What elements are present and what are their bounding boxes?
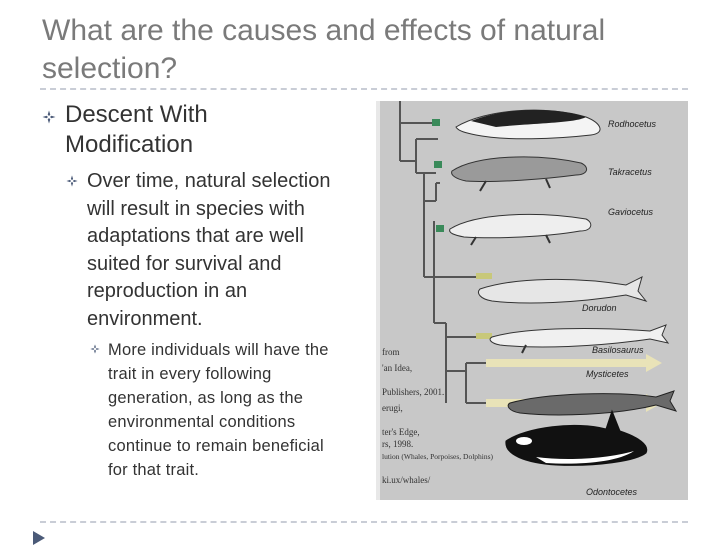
credit-line: ki.ux/whales/ (382, 475, 431, 485)
credit-line: erugi, (382, 403, 403, 413)
rodhocetus-illustration (455, 109, 601, 140)
bullet-over-time: Over time, natural selection will result… (87, 170, 331, 330)
mysticetes-illustration (507, 390, 678, 416)
credit-line: ter's Edge, (382, 427, 420, 437)
label-gaviocetus: Gaviocetus (608, 207, 654, 217)
credit-line: from (382, 347, 400, 357)
title-divider (40, 88, 688, 90)
label-mysticetes: Mysticetes (586, 369, 629, 379)
gaviocetus-illustration (449, 213, 592, 246)
footer-divider (40, 521, 688, 523)
phylogeny-tree (399, 101, 486, 404)
credit-line: 'an Idea, (382, 363, 412, 373)
dorudon-illustration (478, 276, 648, 304)
play-triangle-icon (33, 531, 45, 545)
credit-line: lution (Whales, Porpoises, Dolphins) (382, 452, 494, 461)
bullet-descent-with-modification: Descent With Modification (65, 101, 208, 158)
bullet-icon (66, 175, 78, 187)
label-rodhocetus: Rodhocetus (608, 119, 657, 129)
credit-line: Publishers, 2001. (382, 387, 444, 397)
bullet-more-individuals: More individuals will have the trait in … (108, 341, 329, 479)
bullet-icon (42, 110, 56, 124)
credit-line: rs, 1998. (382, 439, 413, 449)
odontocetes-illustration (505, 409, 648, 466)
basilosaurus-illustration (489, 324, 670, 354)
label-takracetus: Takracetus (608, 167, 652, 177)
label-dorudon: Dorudon (582, 303, 617, 313)
label-odontocetes: Odontocetes (586, 487, 638, 497)
slide-title: What are the causes and effects of natur… (42, 14, 606, 85)
takracetus-illustration (451, 156, 588, 192)
label-basilosaurus: Basilosaurus (592, 345, 644, 355)
bullet-icon (90, 344, 100, 354)
whale-evolution-figure: Rodhocetus Takracetus Gaviocetus Dorudon… (376, 101, 688, 500)
